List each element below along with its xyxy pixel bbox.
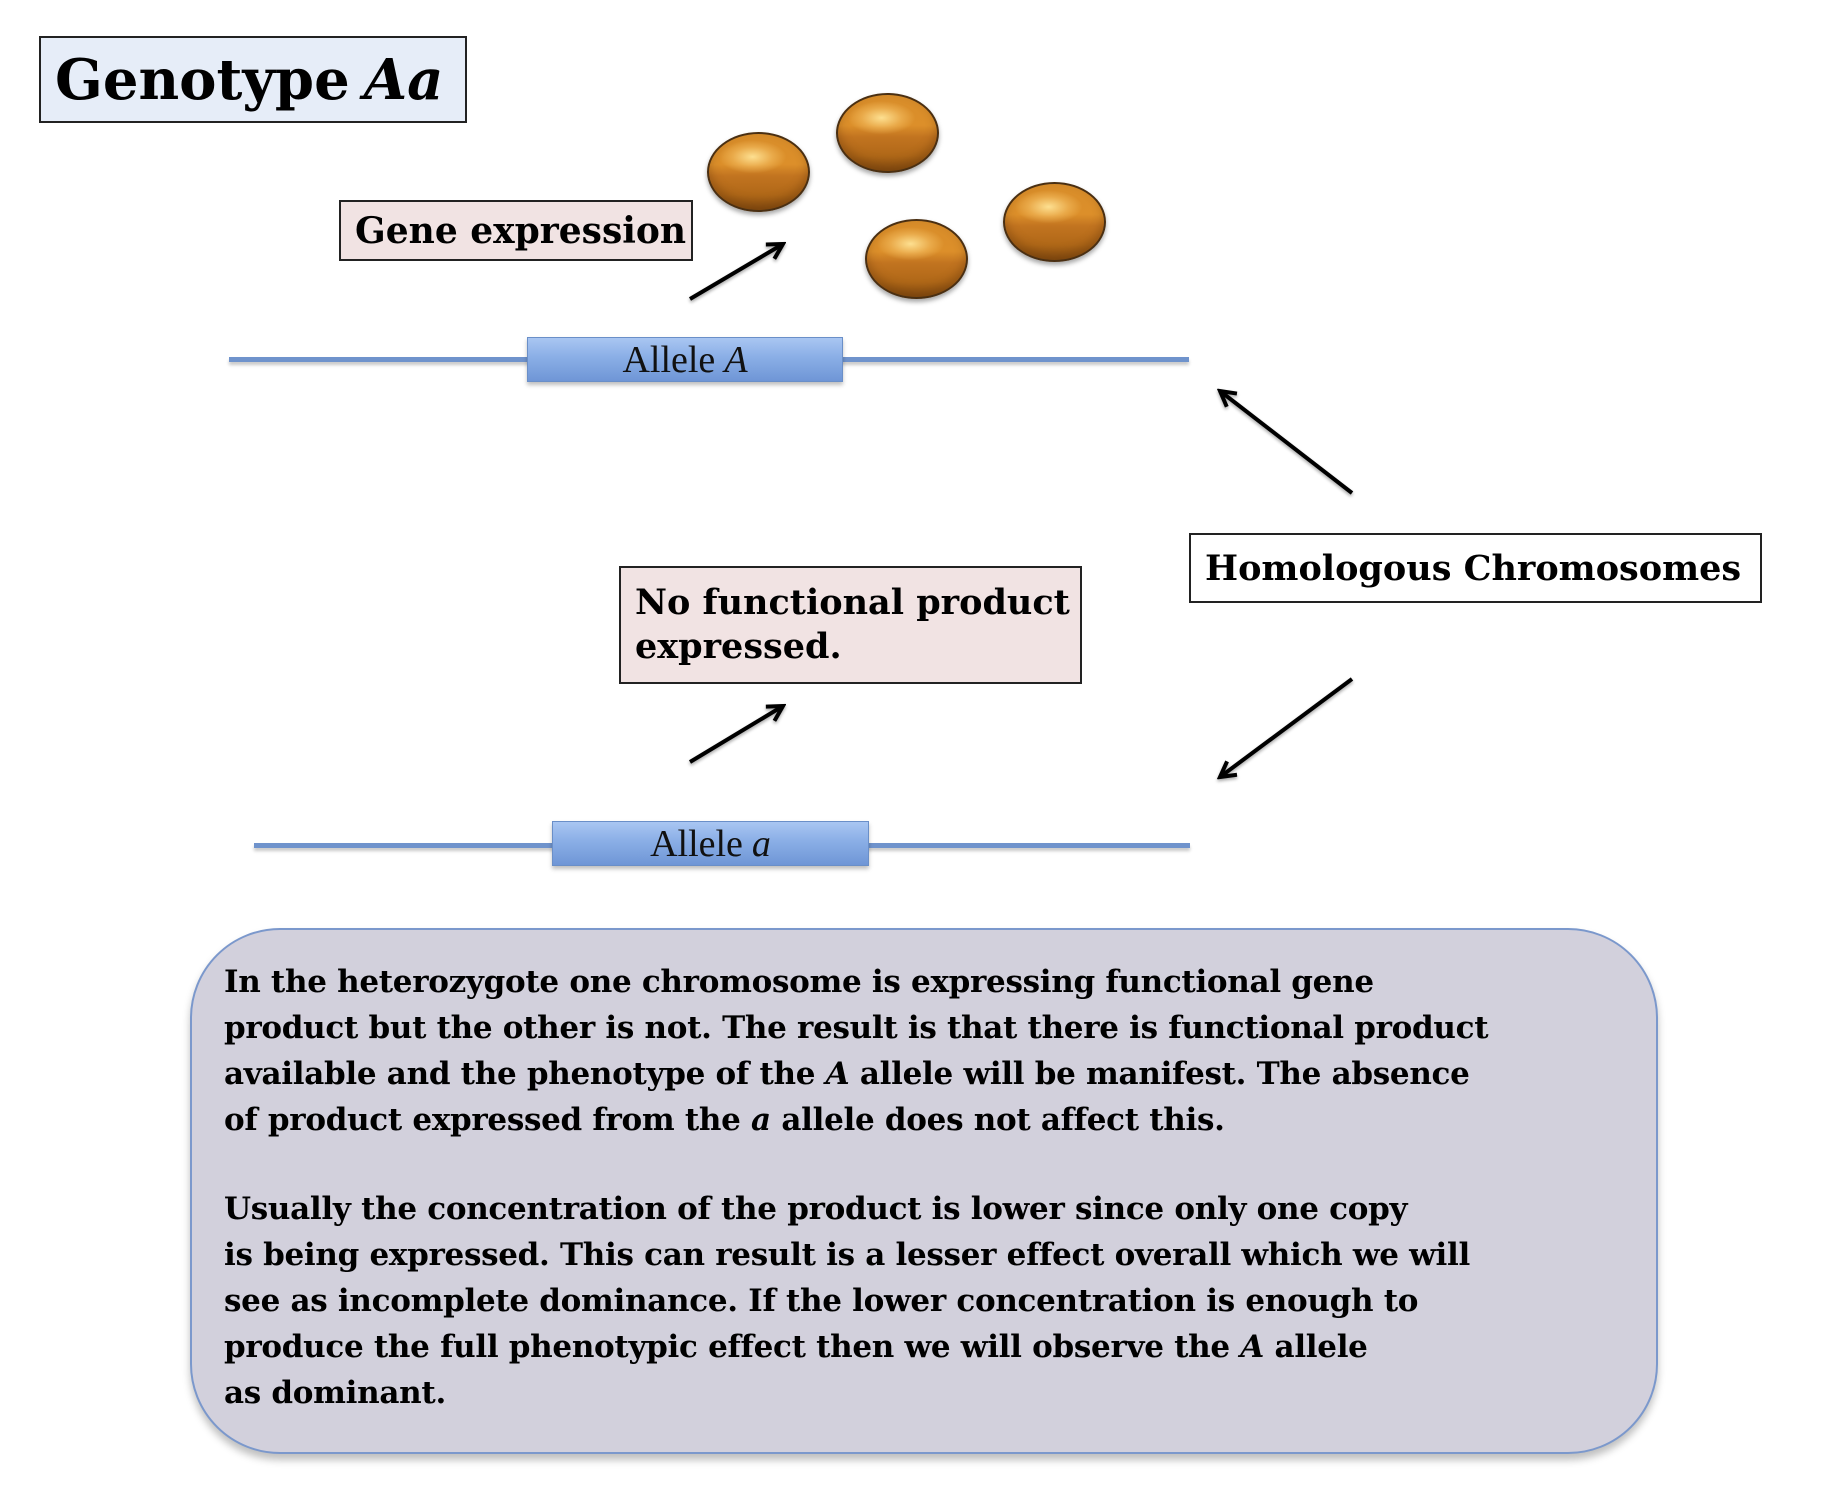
gene-product-sphere [1003,182,1106,262]
summary-line: product but the other is not. The result… [224,1010,1489,1046]
gene-expression-text: Gene expression [355,209,687,252]
gene-product-sphere [865,219,968,299]
allele-A-symbol: A [724,338,748,381]
summary-line: Usually the concentration of the product… [224,1191,1408,1227]
summary-line: see as incomplete dominance. If the lowe… [224,1283,1419,1319]
homologous-chromosomes-text: Homologous Chromosomes [1205,547,1742,589]
genotype-title-prefix: Genotype [55,46,350,113]
summary-callout [190,928,1658,1454]
summary-paragraph-1: In the heterozygote one chromosome is ex… [224,959,1489,1143]
summary-paragraph-2: Usually the concentration of the product… [224,1186,1470,1416]
homologous-chromosomes-label: Homologous Chromosomes [1189,533,1762,603]
arrow-to-no-product-icon [688,706,783,764]
summary-line: In the heterozygote one chromosome is ex… [224,964,1374,1000]
summary-line: produce the full phenotypic effect then … [224,1329,1368,1365]
allele-A-prefix: Allele [622,338,716,381]
gene-expression-label: Gene expression [339,200,693,261]
summary-line: as dominant. [224,1375,446,1411]
summary-line: is being expressed. This can result is a… [224,1237,1470,1273]
summary-line: available and the phenotype of the A all… [224,1056,1470,1092]
arrow-to-lower-chromosome-icon [1220,677,1354,777]
no-functional-line-1: No functional product [635,582,1070,623]
gene-product-sphere [836,93,939,173]
gene-product-sphere [707,132,810,212]
summary-line: of product expressed from the a allele d… [224,1102,1225,1138]
arrow-to-gene-product-icon [688,244,783,301]
allele-a-symbol: a [751,822,771,865]
no-functional-product-label: No functional product expressed. [619,566,1082,684]
no-functional-line-2: expressed. [635,626,842,667]
allele-a-prefix: Allele [650,822,743,865]
arrow-to-upper-chromosome-icon [1220,391,1354,495]
genotype-title-symbol: Aa [363,46,444,113]
